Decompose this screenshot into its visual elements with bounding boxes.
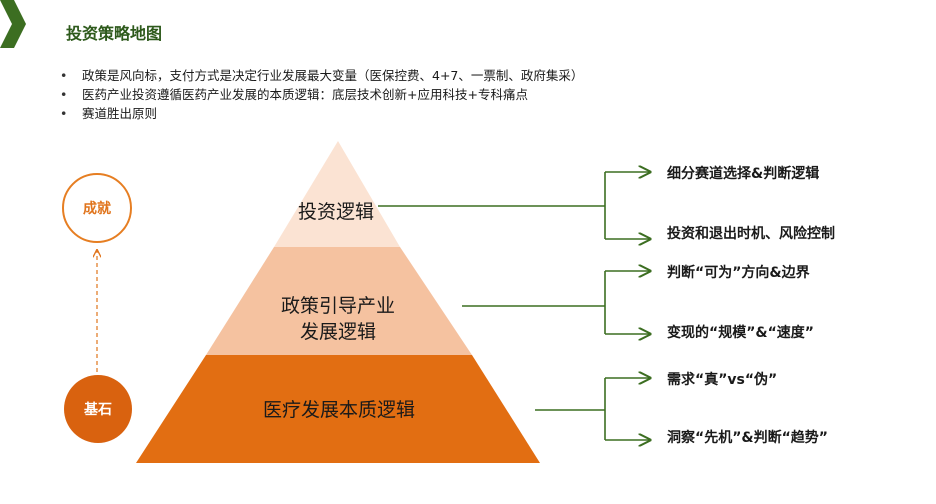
pyramid-layer-middle [206, 247, 472, 355]
bullet-item: 医药产业投资遵循医药产业发展的本质逻辑：底层技术创新+应用科技+专科痛点 [56, 85, 583, 104]
bullet-item: 政策是风向标，支付方式是决定行业发展最大变量（医保控费、4+7、一票制、政府集采… [56, 66, 583, 85]
bullet-item: 赛道胜出原则 [56, 104, 583, 123]
pyramid-label-top: 投资逻辑 [297, 201, 374, 223]
pyramid-label-bottom: 医疗发展本质逻辑 [262, 399, 415, 421]
branch-1-item-1: 细分赛道选择&判断逻辑 [667, 166, 820, 182]
branch-1-item-2: 投资和退出时机、风险控制 [667, 226, 835, 242]
pyramid-layer-bottom [136, 355, 540, 463]
connector-group-2 [462, 271, 650, 334]
bullet-list: 政策是风向标，支付方式是决定行业发展最大变量（医保控费、4+7、一票制、政府集采… [56, 66, 583, 123]
pyramid-label-middle: 政策引导产业发展逻辑 [280, 295, 395, 343]
foundation-label: 基石 [84, 402, 112, 418]
connector-group-1 [378, 172, 650, 239]
branch-3-item-1: 需求“真”vs“伪” [667, 372, 778, 388]
connector-group-3 [535, 378, 650, 440]
branch-3-item-2: 洞察“先机”&判断“趋势” [667, 430, 829, 446]
achievement-label: 成就 [83, 201, 111, 217]
pyramid-layer-top [274, 141, 400, 247]
branch-2-item-1: 判断“可为”方向&边界 [667, 265, 810, 281]
branch-2-item-2: 变现的“规模”&“速度” [667, 325, 815, 341]
achievement-circle: 成就 [62, 173, 132, 243]
title-chevron-icon [0, 0, 26, 48]
foundation-circle: 基石 [64, 375, 132, 443]
page-title: 投资策略地图 [66, 24, 163, 43]
